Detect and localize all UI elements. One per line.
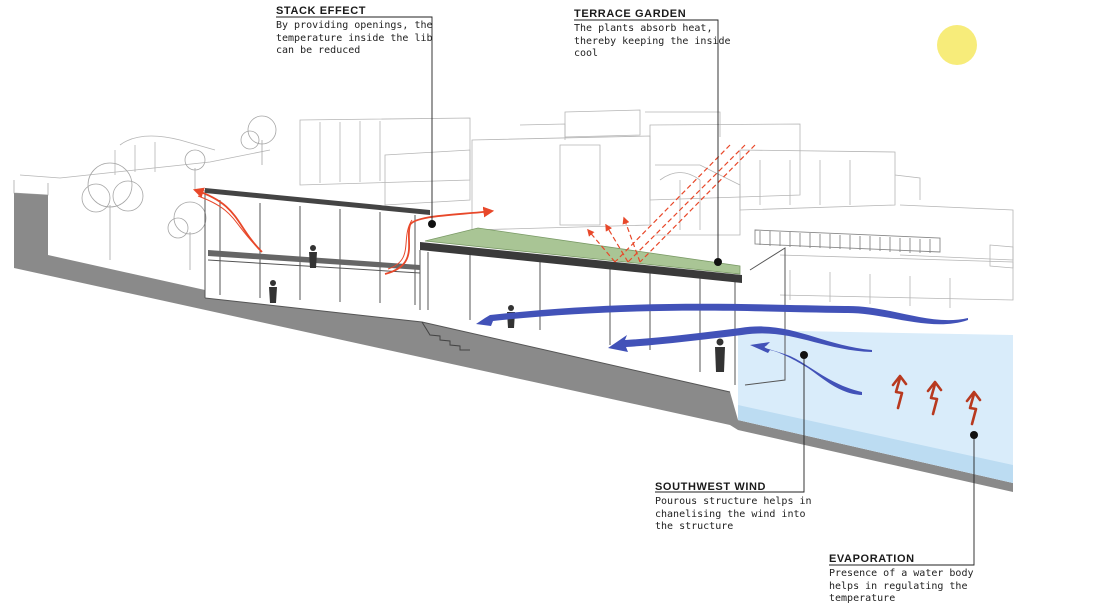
sun-icon bbox=[937, 25, 977, 65]
annotation-evaporation: EVAPORATION Presence of a water body hel… bbox=[829, 553, 974, 606]
annotation-southwest-wind: SOUTHWEST WIND Pourous structure helps i… bbox=[655, 481, 812, 534]
person-figure bbox=[715, 338, 725, 372]
evaporation-arrow bbox=[965, 390, 982, 426]
stairs bbox=[421, 321, 470, 351]
annotation-line: Pourous structure helps in bbox=[655, 496, 812, 507]
evaporation-arrows bbox=[891, 374, 982, 426]
left-wall bbox=[13, 180, 49, 196]
annotation-body: Presence of a water body helps in regula… bbox=[829, 568, 974, 606]
trees bbox=[81, 115, 277, 270]
annotation-title: SOUTHWEST WIND bbox=[655, 481, 767, 493]
annotation-body: By providing openings, the temperature i… bbox=[276, 20, 433, 58]
annotation-body: The plants absorb heat, thereby keeping … bbox=[574, 23, 731, 61]
leader-evaporation bbox=[829, 435, 975, 566]
leader-dots bbox=[428, 220, 978, 439]
leader-lines bbox=[276, 16, 975, 566]
annotation-line: chanelising the wind into bbox=[655, 508, 806, 520]
terrace-green-roof bbox=[424, 227, 741, 275]
annotation-line: By providing openings, the bbox=[276, 20, 433, 31]
leader-southwest-wind bbox=[655, 355, 805, 493]
annotation-title: EVAPORATION bbox=[829, 553, 915, 565]
annotation-line: The plants absorb heat, bbox=[574, 23, 713, 34]
evaporation-arrow bbox=[891, 374, 908, 410]
annotation-line: Presence of a water body bbox=[829, 568, 974, 579]
water-body bbox=[738, 330, 1013, 483]
wind-arrow bbox=[476, 303, 968, 326]
person-figure bbox=[269, 280, 277, 303]
annotation-title: STACK EFFECT bbox=[276, 5, 367, 17]
wind-arrow bbox=[750, 342, 862, 395]
annotation-line: thereby keeping the inside bbox=[574, 35, 731, 47]
stack-arrow bbox=[387, 219, 413, 270]
background-buildings bbox=[19, 109, 1014, 308]
annotation-terrace-garden: TERRACE GARDEN The plants absorb heat, t… bbox=[574, 8, 731, 61]
evaporation-arrow bbox=[926, 380, 943, 416]
annotation-stack-effect: STACK EFFECT By providing openings, the … bbox=[276, 5, 433, 58]
person-figure bbox=[309, 245, 317, 268]
annotation-line: temperature inside the lib bbox=[276, 32, 433, 44]
annotation-line: cool bbox=[574, 48, 599, 59]
water-edge bbox=[738, 405, 1013, 483]
stack-effect-arrows bbox=[192, 187, 495, 275]
annotation-line: temperature bbox=[829, 593, 896, 604]
annotation-line: the structure bbox=[655, 521, 734, 532]
annotation-title: TERRACE GARDEN bbox=[574, 8, 687, 20]
annotation-line: can be reduced bbox=[276, 45, 361, 56]
annotation-body: Pourous structure helps in chanelising t… bbox=[655, 496, 812, 534]
annotation-line: helps in regulating the bbox=[829, 580, 968, 592]
ground-section bbox=[14, 193, 1013, 492]
leader-stack-effect bbox=[276, 16, 433, 224]
heat-reflection-lines bbox=[587, 144, 756, 263]
pergola bbox=[754, 229, 941, 253]
wind-arrow bbox=[608, 326, 872, 352]
leader-terrace-garden bbox=[574, 19, 719, 262]
stack-arrow bbox=[197, 195, 259, 249]
wind-arrows bbox=[476, 303, 968, 395]
